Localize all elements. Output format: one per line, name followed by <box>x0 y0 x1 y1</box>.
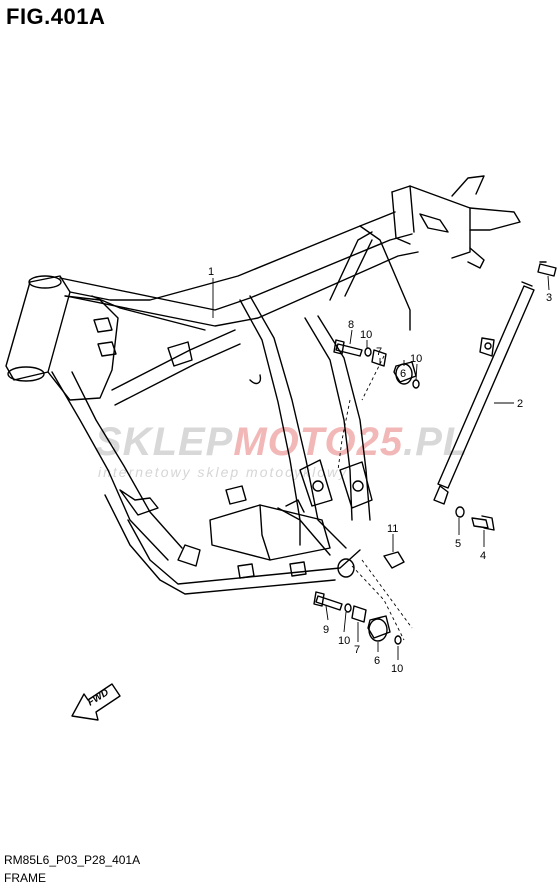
callout-11: 11 <box>387 523 398 535</box>
callout-7-upper: 7 <box>376 346 382 358</box>
watermark-tagline: internetowy sklep motocyklowy <box>98 464 349 480</box>
bolt-4 <box>471 515 495 531</box>
fwd-arrow-icon <box>71 683 121 721</box>
callout-10-a: 10 <box>360 329 372 341</box>
engine-mount-lower <box>313 591 402 645</box>
callout-9: 9 <box>323 624 329 636</box>
washer-5 <box>455 506 465 518</box>
footer-name: FRAME <box>4 871 46 885</box>
callout-10-d: 10 <box>391 663 403 675</box>
bolt-3 <box>537 261 557 277</box>
callout-2: 2 <box>517 398 523 410</box>
main-frame <box>47 211 419 595</box>
callout-10-c: 10 <box>338 635 350 647</box>
callout-7-lower: 7 <box>354 644 360 656</box>
watermark: SKLEPMOTO25.PL <box>95 420 469 464</box>
footer-code: RM85L6_P03_P28_401A <box>4 853 141 867</box>
callout-4: 4 <box>480 550 486 562</box>
callout-10-b: 10 <box>410 353 422 365</box>
figure-title: FIG.401A <box>6 4 106 29</box>
callout-6-lower: 6 <box>374 655 380 667</box>
rear-fender-stay <box>433 281 535 505</box>
callout-8: 8 <box>348 319 354 331</box>
callout-5: 5 <box>455 538 461 550</box>
callout-1: 1 <box>208 266 214 278</box>
steering-head <box>5 275 71 382</box>
rear-subframe-bracket <box>391 175 521 269</box>
nut-11 <box>337 551 405 578</box>
callout-3: 3 <box>546 292 552 304</box>
callout-6-upper: 6 <box>400 368 406 380</box>
leader-lines <box>212 275 550 660</box>
